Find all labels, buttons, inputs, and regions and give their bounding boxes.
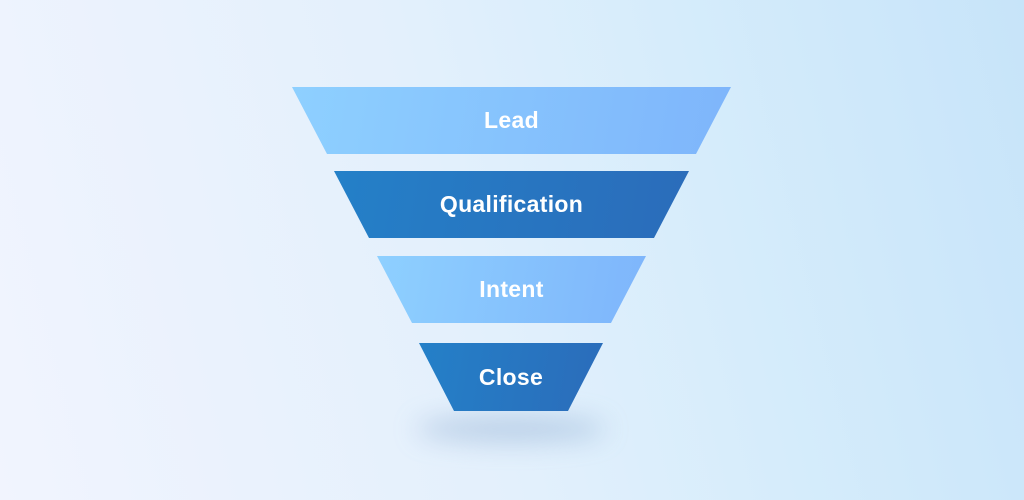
funnel-shadow (416, 416, 606, 442)
funnel-stage-intent-label: Intent (479, 276, 544, 302)
funnel-stage-close-label: Close (478, 363, 544, 390)
funnel-stage-qualification: Qualification (334, 171, 689, 238)
funnel-stage-close: Close (419, 343, 603, 411)
funnel-stage-intent: Intent (377, 256, 646, 323)
funnel-stage-qualification-label: Qualification (439, 191, 584, 217)
funnel-stage-lead-label: Lead (484, 107, 539, 133)
funnel-stage-lead: Lead (292, 87, 731, 154)
